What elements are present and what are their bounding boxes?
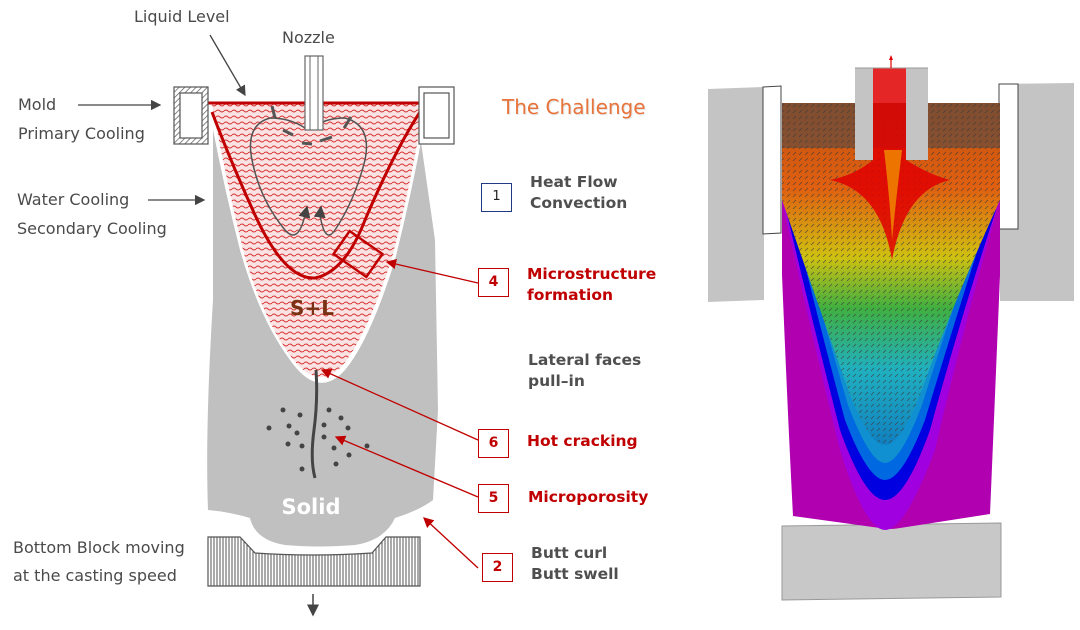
callout-arrow-5 — [334, 435, 479, 498]
challenge-item-line: Hot cracking — [527, 432, 638, 450]
challenge-item-line: formation — [527, 285, 614, 304]
challenge-item-line: Butt swell — [531, 564, 619, 583]
challenge-badge-2: 2 — [482, 553, 513, 582]
challenge-badge-6: 6 — [478, 429, 509, 458]
sim-nozzle-left — [855, 68, 873, 160]
challenge-title: The Challenge — [502, 95, 646, 119]
challenge-item-heat-flow: Heat Flow Convection — [530, 172, 627, 214]
sim-bottom-block — [781, 522, 1002, 601]
mushy-zone-label: S+L — [290, 296, 334, 320]
flow-loop — [249, 117, 368, 236]
nozzle-label: Nozzle — [282, 28, 335, 47]
simulation-render — [708, 55, 1074, 601]
bottom-block — [207, 536, 421, 587]
liquid-level-arrow — [209, 34, 246, 97]
challenge-item-line: Heat Flow — [530, 173, 618, 191]
casting-speed-label: at the casting speed — [13, 566, 177, 585]
sim-mold-left — [708, 87, 764, 302]
challenge-badge-5: 5 — [478, 484, 509, 513]
porosity-dots — [266, 407, 370, 472]
challenge-item-line: Microstructure — [527, 265, 657, 283]
challenge-item-hot-cracking: Hot cracking — [527, 431, 638, 452]
challenge-item-line: Lateral faces — [528, 351, 642, 369]
challenge-item-microstructure: Microstructure formation — [527, 264, 656, 306]
solid-label: Solid — [282, 495, 341, 519]
challenge-item-line: pull–in — [528, 371, 585, 390]
callout-arrow-4 — [385, 258, 479, 284]
mold-right — [418, 86, 455, 145]
liquid-pool-boundary — [210, 111, 422, 280]
challenge-item-line: Butt curl — [531, 544, 608, 562]
nozzle — [304, 55, 324, 131]
secondary-cooling-label: Secondary Cooling — [17, 219, 167, 238]
hot-crack — [310, 369, 319, 479]
challenge-badge-4: 4 — [478, 268, 509, 297]
mushy-zone — [212, 104, 424, 377]
challenge-item-line: Convection — [530, 193, 628, 212]
callout-arrow-2 — [423, 517, 479, 569]
callout-arrow-6 — [320, 368, 479, 441]
mold-left — [173, 86, 209, 145]
challenge-item-lateral-faces: Lateral faces pull–in — [528, 350, 641, 392]
mold-label: Mold — [18, 95, 57, 114]
water-cooling-label: Water Cooling — [17, 190, 130, 209]
primary-cooling-label: Primary Cooling — [18, 124, 145, 143]
liquid-level-label: Liquid Level — [134, 7, 230, 26]
challenge-item-line: Microporosity — [528, 488, 649, 506]
challenge-item-butt-curl: Butt curl Butt swell — [531, 543, 619, 585]
sim-nozzle-right — [906, 68, 928, 160]
microstructure-box — [331, 229, 385, 279]
bottom-block-label: Bottom Block moving — [13, 538, 185, 557]
challenge-item-microporosity: Microporosity — [528, 487, 648, 508]
challenge-badge-1: 1 — [481, 183, 512, 212]
